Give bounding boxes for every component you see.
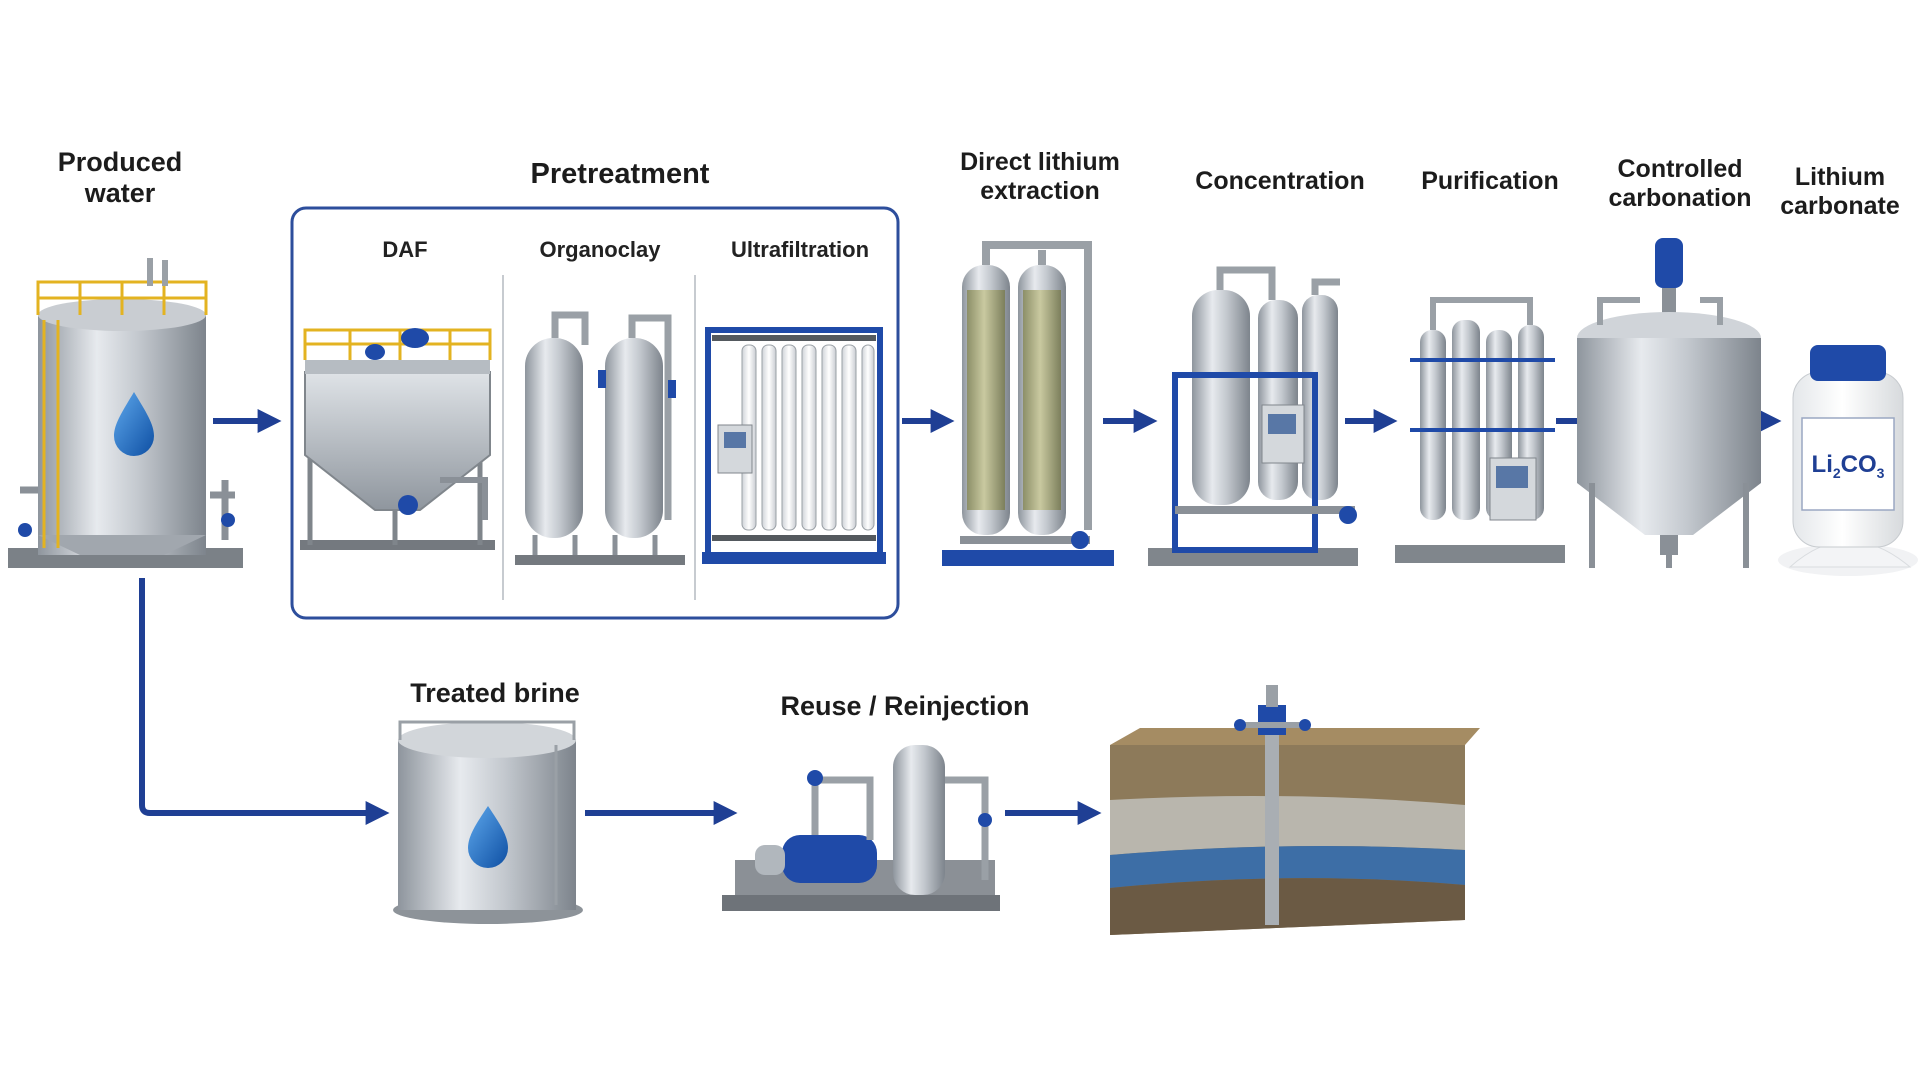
label-concentration: Concentration: [1195, 167, 1365, 195]
produced-water-tank: [8, 258, 243, 568]
arrow-produced-to-treated-brine: [139, 578, 390, 825]
carbonation-reactor: [1577, 238, 1761, 568]
product-formula: Li2CO3: [1812, 451, 1885, 481]
label-ultrafiltration: Ultrafiltration: [730, 237, 870, 262]
water-drop-icon: [114, 392, 154, 456]
concentration-unit: [1148, 266, 1358, 566]
purification-unit: [1395, 297, 1565, 563]
organoclay-vessels: [515, 311, 685, 565]
label-lithium-carbonate: Lithium carbonate: [1780, 163, 1900, 220]
pretreatment-frame: [290, 206, 900, 620]
ultrafiltration-skid: [702, 327, 886, 564]
label-purification: Purification: [1421, 167, 1559, 195]
label-direct-lithium-extraction: Direct lithium extraction: [960, 148, 1120, 205]
label-reuse-reinjection: Reuse / Reinjection: [780, 691, 1030, 721]
lithium-carbonate-bottle: [1778, 345, 1918, 576]
dle-columns: [942, 241, 1114, 566]
label-daf: DAF: [382, 237, 428, 262]
label-controlled-carbonation: Controlled carbonation: [1608, 155, 1752, 212]
daf-unit: [300, 328, 495, 550]
water-drop-icon: [468, 806, 508, 868]
reuse-pump-skid: [722, 745, 1000, 911]
label-pretreatment: Pretreatment: [530, 158, 710, 190]
label-organoclay: Organoclay: [539, 237, 661, 262]
label-produced-water: Produced water: [57, 147, 183, 209]
injection-well-block: [1110, 685, 1480, 935]
treated-brine-tank: [393, 720, 583, 924]
label-treated-brine: Treated brine: [410, 678, 580, 708]
